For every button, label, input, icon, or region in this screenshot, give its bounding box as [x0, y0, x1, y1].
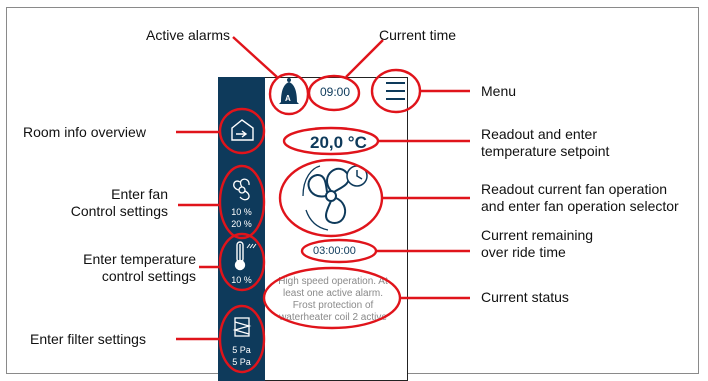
time-callout-line	[345, 39, 384, 78]
callout-override: Current remaining over ride time	[481, 227, 593, 261]
fan-value-1: 10 %	[231, 207, 252, 217]
filter-icon[interactable]	[232, 317, 252, 337]
fan-value-2: 20 %	[231, 219, 252, 229]
filter-callout-ellipse	[218, 304, 266, 374]
status-line: High speed operation. At	[278, 276, 388, 287]
callout-menu: Menu	[481, 83, 517, 99]
time-callout-ellipse	[307, 74, 361, 112]
callout-status: Current status	[481, 289, 569, 305]
callout-temp-control-line1: Enter temperature	[83, 251, 196, 267]
status-line: waterheater coil 2 active	[279, 312, 387, 323]
filter-value-2: 5 Pa	[232, 357, 251, 367]
status-callout-ellipse	[262, 266, 402, 330]
callout-room-info: Room info overview	[23, 124, 146, 140]
callout-override-line1: Current remaining	[481, 227, 594, 243]
status-text: High speed operation. At least one activ…	[264, 276, 402, 324]
callout-fan-control: Enter fan Control settings	[60, 186, 168, 220]
hamburger-menu-icon[interactable]	[386, 82, 405, 100]
override-callout-ellipse	[300, 238, 378, 264]
temp-control-value: 10 %	[231, 275, 252, 285]
bell-icon[interactable]	[279, 78, 299, 104]
temp-callout-ellipse	[218, 232, 266, 292]
callout-setpoint-line2: temperature setpoint	[481, 143, 610, 159]
callout-current-time: Current time	[379, 27, 457, 43]
callout-temp-control-line2: control settings	[101, 268, 196, 284]
callout-fan-operation: Readout current fan operation and enter …	[481, 181, 679, 215]
fan-operation-callout-ellipse	[278, 158, 384, 238]
room-callout-ellipse	[218, 107, 266, 155]
alarm-callout-line	[232, 36, 278, 78]
fan-callout-ellipse	[218, 164, 266, 240]
filter-value-1: 5 Pa	[232, 345, 251, 355]
alarm-callout-ellipse	[268, 72, 310, 116]
callout-filter-settings: Enter filter settings	[30, 331, 146, 347]
status-line: Frost protection of	[292, 300, 374, 311]
home-icon[interactable]	[231, 119, 254, 141]
callout-fan-operation-line2: and enter fan operation selector	[481, 198, 679, 214]
status-line: least one active alarm.	[282, 288, 384, 299]
alarm-badge-letter: A	[285, 94, 291, 103]
callout-fan-control-line1: Enter fan	[111, 186, 168, 202]
temperature-setpoint[interactable]: 20,0 °C	[310, 133, 367, 152]
fan-icon[interactable]	[233, 178, 250, 201]
callout-fan-control-line2: Control settings	[70, 203, 168, 219]
callout-override-line2: over ride time	[481, 244, 566, 260]
callout-setpoint: Readout and enter temperature setpoint	[481, 126, 609, 160]
callout-setpoint-line1: Readout and enter	[481, 126, 597, 142]
thermometer-icon[interactable]	[234, 241, 257, 271]
menu-callout-ellipse	[370, 68, 422, 114]
callout-fan-operation-line1: Readout current fan operation	[481, 181, 668, 197]
override-time: 03:00:00	[313, 245, 356, 257]
setpoint-callout-ellipse	[282, 126, 380, 156]
callout-active-alarms: Active alarms	[146, 27, 231, 43]
callout-temp-control: Enter temperature control settings	[30, 251, 196, 285]
current-time[interactable]: 09:00	[320, 85, 351, 99]
